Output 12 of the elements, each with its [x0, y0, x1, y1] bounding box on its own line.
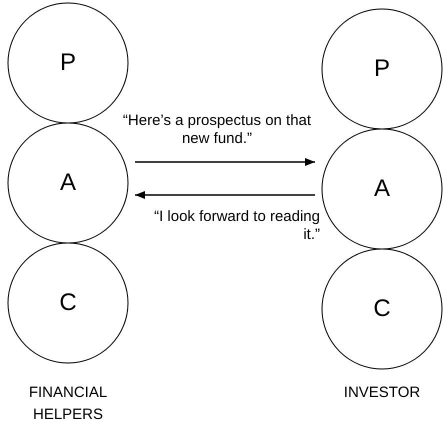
node-letter: A [60, 171, 76, 195]
node-letter: A [374, 177, 390, 201]
node-letter: C [373, 297, 391, 321]
edge-label: “I look forward to reading it.” [153, 208, 320, 244]
node-letter: P [60, 51, 76, 75]
node-letter: P [374, 57, 390, 81]
node-letter: C [59, 291, 77, 315]
arrow [135, 158, 315, 166]
arrow [135, 191, 315, 199]
edge-label: “Here’s a prospectus on that new fund.” [122, 112, 312, 148]
group-caption: INVESTOR [342, 383, 422, 403]
group-caption: FINANCIAL HELPERS [28, 383, 108, 425]
